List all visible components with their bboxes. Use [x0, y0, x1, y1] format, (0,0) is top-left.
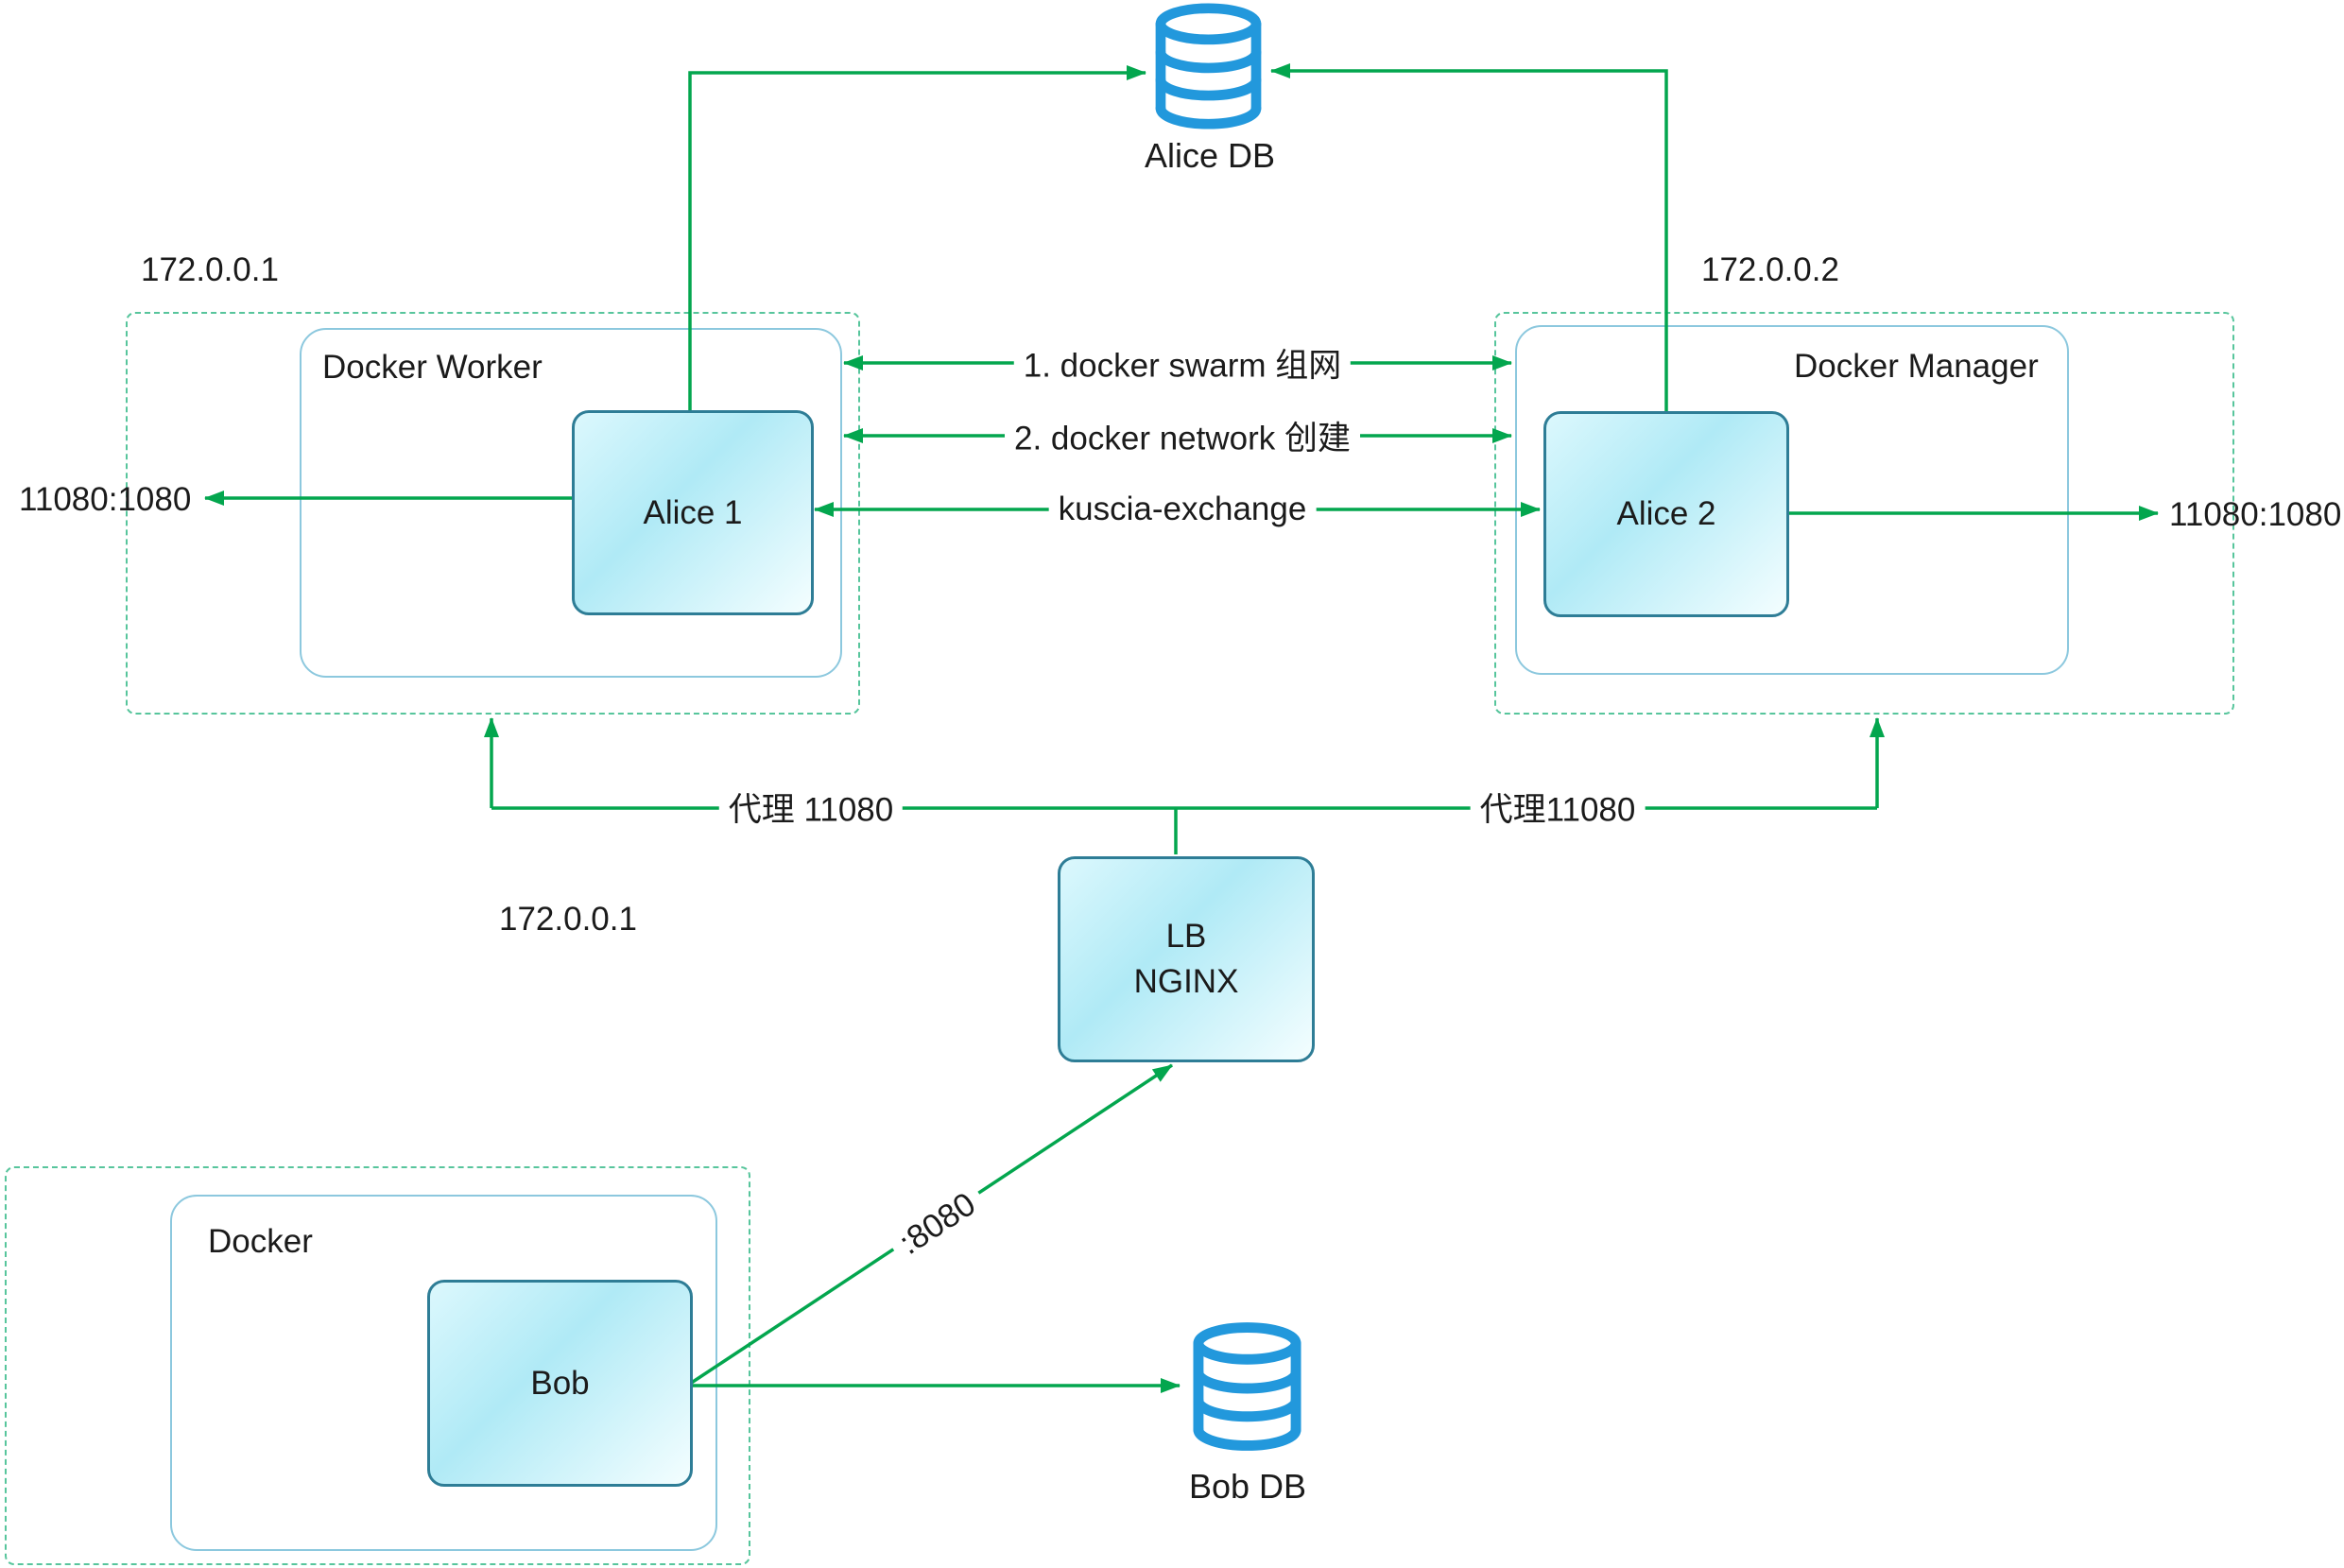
edge-alice2-to-alicedb: [1270, 63, 1668, 411]
bob-database-icon: [1193, 1322, 1301, 1451]
lb-label-line2: NGINX: [1133, 963, 1239, 1000]
alice-database-icon: [1155, 3, 1262, 129]
proxy-right-edge-label: 代理11080: [1470, 783, 1646, 832]
edge-alice1-to-alicedb: [688, 65, 1146, 410]
right-cluster-ip-label: 172.0.0.2: [1701, 251, 1839, 288]
kuscia-exchange-edge-label: kuscia-exchange: [1048, 491, 1317, 528]
alice2-node: Alice 2: [1543, 411, 1789, 617]
alice1-port-mapping-label: 11080:1080: [19, 481, 192, 518]
alice1-node: Alice 1: [572, 410, 814, 615]
proxy-left-edge-label: 代理 11080: [718, 783, 904, 832]
bob-node: Bob: [427, 1280, 693, 1487]
alice2-port-mapping-label: 11080:1080: [2169, 496, 2342, 533]
alice1-node-label: Alice 1: [643, 493, 743, 531]
docker-swarm-edge-label: 1. docker swarm 组网: [1013, 338, 1352, 388]
left-cluster-ip-label: 172.0.0.1: [141, 251, 279, 288]
lb-label-line1: LB: [1165, 918, 1207, 955]
lb-host-ip-label: 172.0.0.1: [499, 901, 637, 938]
alice2-node-label: Alice 2: [1616, 495, 1716, 532]
docker-network-edge-label: 2. docker network 创建: [1005, 411, 1360, 460]
bob-node-label: Bob: [530, 1364, 590, 1402]
bob-db-label: Bob DB: [1188, 1467, 1307, 1506]
bottom-cluster-dashed-box: [5, 1166, 750, 1565]
docker-manager-label: Docker Manager: [1794, 348, 2039, 385]
docker-worker-label: Docker Worker: [322, 349, 543, 386]
docker-label: Docker: [208, 1223, 313, 1260]
alice-db-label: Alice DB: [1144, 136, 1276, 175]
lb-nginx-node: LB NGINX: [1058, 856, 1315, 1062]
